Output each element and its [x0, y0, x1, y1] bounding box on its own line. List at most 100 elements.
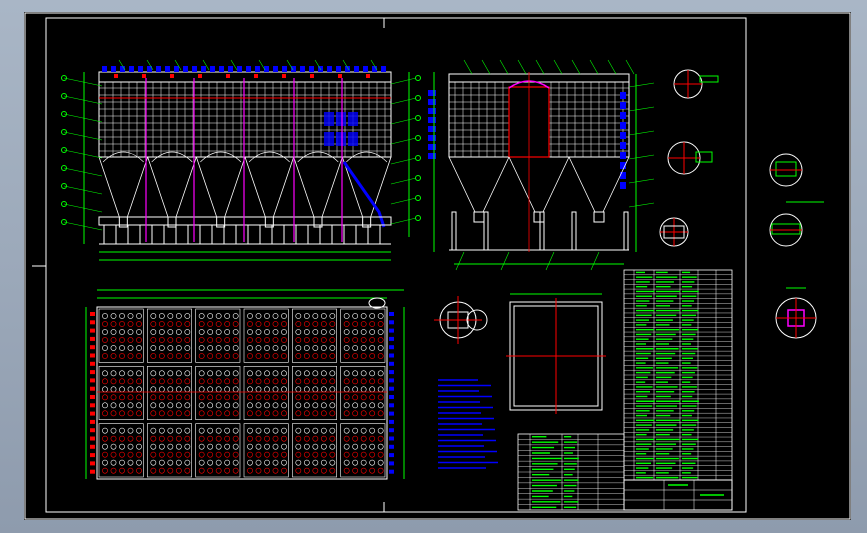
side-leader-right [628, 130, 655, 136]
filter-bag [119, 345, 125, 351]
front-balloon-right [415, 115, 421, 121]
filter-bag [264, 329, 270, 335]
front-leader-left [63, 95, 103, 105]
filter-bag [102, 321, 108, 327]
filter-bag [255, 353, 262, 359]
filter-bag [232, 337, 239, 343]
filter-bag [150, 394, 157, 401]
filter-bag [207, 313, 214, 319]
filter-bag [215, 467, 222, 474]
filter-bag [312, 386, 319, 393]
filter-bag [247, 435, 253, 442]
filter-bag [224, 435, 231, 442]
filter-bag [232, 321, 239, 327]
detail-views-right[interactable] [769, 153, 824, 339]
filter-bag [175, 427, 182, 434]
filter-bag [167, 435, 174, 442]
front-hopper-arc [200, 151, 242, 163]
side-leader-right [628, 82, 655, 88]
front-balloon-left [61, 147, 67, 153]
filter-bag [247, 353, 253, 359]
filter-bag [167, 394, 174, 401]
plan-cell [195, 423, 241, 478]
filter-bag [343, 345, 350, 351]
filter-bag [360, 353, 367, 359]
filter-bag [295, 313, 302, 319]
filter-bag [360, 410, 367, 417]
plan-cell [147, 423, 192, 478]
filter-bag [312, 329, 319, 335]
filter-bag [102, 370, 108, 377]
filter-bag [184, 353, 191, 359]
filter-bag [175, 337, 182, 343]
side-leader-top [553, 59, 563, 75]
technical-notes [438, 379, 498, 469]
filter-bag [215, 313, 222, 319]
plan-valve-right [389, 428, 394, 433]
side-leader-right [628, 178, 655, 184]
plan-view[interactable] [85, 289, 405, 480]
tube-sheet-detail[interactable] [506, 293, 606, 414]
filter-bag [158, 467, 165, 474]
filter-bag [369, 427, 376, 434]
filter-bag [167, 337, 174, 343]
plan-cell [98, 423, 144, 478]
front-elevation[interactable] [61, 59, 421, 261]
detail-r2-part [771, 223, 801, 235]
filter-bag [110, 378, 117, 385]
front-balloon-left [61, 219, 67, 225]
filter-bag [158, 321, 165, 327]
filter-bag [119, 313, 125, 319]
section-detail[interactable] [434, 296, 488, 344]
filter-bag [377, 402, 384, 409]
filter-bag [136, 337, 142, 343]
filter-bag [343, 459, 350, 466]
filter-bag [158, 402, 165, 409]
filter-bag [119, 378, 125, 385]
filter-bag [175, 345, 182, 351]
filter-bag [102, 345, 108, 351]
valve-marker [226, 74, 230, 78]
filter-bag [207, 386, 214, 393]
side-blue-valve [428, 144, 436, 150]
side-leg [623, 211, 629, 251]
detail-views-middle[interactable] [659, 69, 719, 247]
filter-bag [224, 353, 231, 359]
filter-bag [295, 378, 302, 385]
front-leader-top [118, 59, 126, 71]
filter-bag [232, 378, 239, 385]
pulse-valve [210, 66, 215, 72]
filter-bag-grid-icon [90, 308, 394, 478]
filter-bag [352, 459, 359, 466]
pulse-valve [102, 66, 107, 72]
filter-bag [198, 313, 205, 319]
plan-valve-left [90, 411, 95, 416]
cad-canvas[interactable] [24, 12, 851, 520]
filter-bag [119, 337, 125, 343]
filter-bag [150, 321, 157, 327]
pulse-valve [165, 66, 170, 72]
filter-bag [167, 329, 174, 335]
filter-bag [343, 337, 350, 343]
filter-bag [150, 467, 157, 474]
front-hopper-arc [102, 151, 144, 163]
side-leader-top [481, 59, 491, 75]
filter-bag [224, 467, 231, 474]
side-roof [448, 73, 630, 83]
side-elevation[interactable] [428, 59, 655, 271]
filter-bag [295, 337, 302, 343]
filter-bag [136, 313, 142, 319]
filter-bag [150, 451, 157, 458]
side-blue-valve [428, 126, 436, 132]
front-leader-top [314, 59, 322, 71]
filter-bag [329, 467, 336, 474]
plan-valve-right [389, 444, 394, 449]
filter-bag [127, 329, 134, 335]
side-hopper-outlet [533, 211, 545, 223]
front-leader-right [390, 157, 417, 165]
filter-bag [295, 443, 302, 450]
filter-bag [281, 402, 287, 409]
front-leader-right [390, 97, 417, 105]
filter-bag [136, 435, 142, 442]
filter-bag [369, 370, 376, 377]
